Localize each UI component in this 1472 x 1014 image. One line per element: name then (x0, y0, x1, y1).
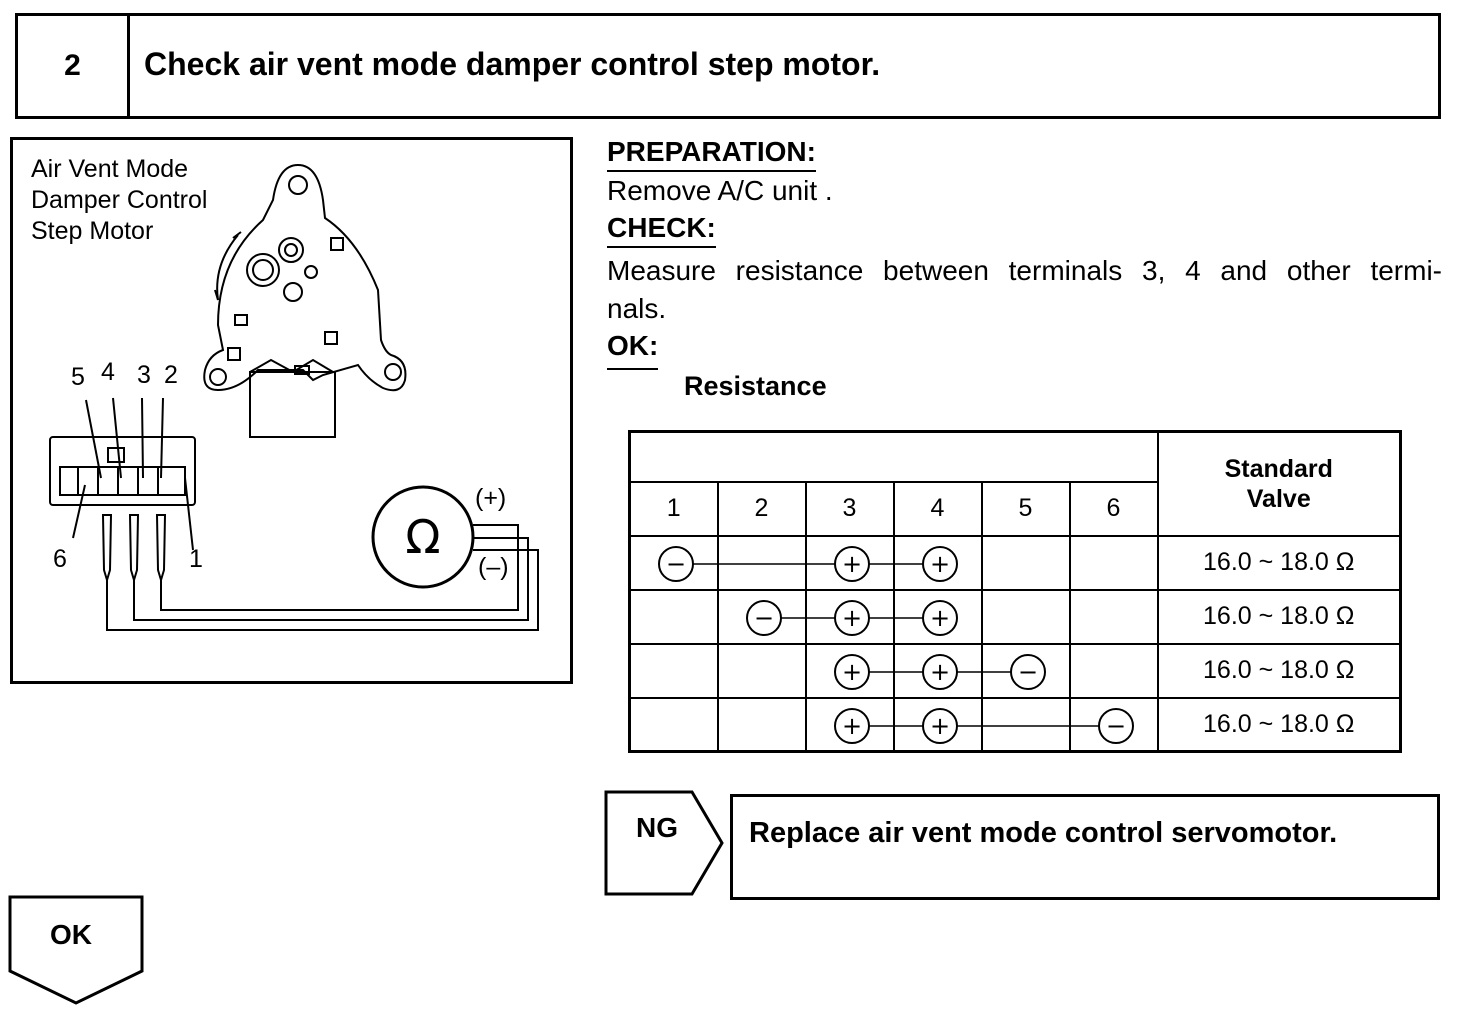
minus-lead-label: (–) (478, 553, 509, 581)
ok-arrow-box (8, 895, 144, 1005)
check-text-line-2: nals. (607, 293, 667, 324)
ng-action-text: Replace air vent mode control servomotor… (749, 817, 1338, 849)
table-row: 16.0 ~ 18.0 Ω (628, 588, 1402, 645)
step-title: Check air vent mode damper control step … (144, 46, 881, 82)
table-row: 16.0 ~ 18.0 Ω (628, 534, 1402, 591)
figure-label-line-2: Damper Control (31, 186, 207, 214)
ng-action-box: Replace air vent mode control servomotor… (730, 794, 1440, 900)
ng-arrow-box (604, 790, 724, 896)
table-row: 16.0 ~ 18.0 Ω (628, 696, 1402, 753)
terminal-number-1: 1 (189, 545, 203, 573)
check-text-line-1: Measure resistance between terminals 3, … (607, 255, 1442, 286)
standard-value: 16.0 ~ 18.0 Ω (1156, 588, 1402, 645)
table-header-blank (628, 430, 1159, 483)
terminal-header-5: 5 (980, 480, 1071, 537)
terminal-number-6: 6 (53, 545, 67, 573)
resistance-subheading: Resistance (684, 371, 827, 401)
step-number: 2 (18, 16, 130, 116)
standard-header-line-2: Valve (1246, 484, 1311, 513)
preparation-text: Remove A/C unit . (607, 175, 833, 206)
plus-lead-label: (+) (475, 484, 506, 512)
ok-label: OK (50, 919, 92, 950)
motor-body-drawing (203, 163, 407, 438)
terminal-header-row: 1 2 3 4 5 6 (628, 480, 1401, 537)
terminal-header-3: 3 (804, 480, 895, 537)
step-motor-diagram: Air Vent Mode Damper Control Step Motor (31, 155, 539, 631)
terminal-header-1: 1 (628, 480, 719, 537)
ohmmeter-symbol: Ω (405, 510, 440, 564)
connector-drawing (49, 397, 539, 631)
terminal-number-5: 5 (71, 363, 85, 391)
terminal-header-4: 4 (892, 480, 983, 537)
standard-header-line-1: Standard (1224, 454, 1333, 483)
terminal-number-4: 4 (101, 358, 115, 386)
figure-label-line-3: Step Motor (31, 217, 153, 245)
terminal-header-2: 2 (716, 480, 807, 537)
ok-spec-heading: OK: (607, 330, 659, 370)
table-row: 16.0 ~ 18.0 Ω (628, 642, 1402, 699)
ng-label: NG (636, 812, 678, 843)
standard-valve-header: Standard Valve (1156, 430, 1402, 537)
standard-value: 16.0 ~ 18.0 Ω (1156, 534, 1402, 591)
standard-value: 16.0 ~ 18.0 Ω (1156, 696, 1402, 753)
terminal-number-3: 3 (137, 361, 151, 389)
terminal-header-6: 6 (1068, 480, 1159, 537)
preparation-heading: PREPARATION: (607, 136, 816, 172)
terminal-number-2: 2 (164, 361, 178, 389)
check-heading: CHECK: (607, 212, 716, 248)
step-motor-figure: Air Vent Mode Damper Control Step Motor (10, 137, 573, 684)
figure-label-line-1: Air Vent Mode (31, 155, 188, 183)
standard-value: 16.0 ~ 18.0 Ω (1156, 642, 1402, 699)
step-header: 2 Check air vent mode damper control ste… (15, 13, 1441, 119)
resistance-table: Standard Valve 1 2 3 4 5 6 16.0 ~ 18.0 Ω… (628, 430, 1402, 753)
